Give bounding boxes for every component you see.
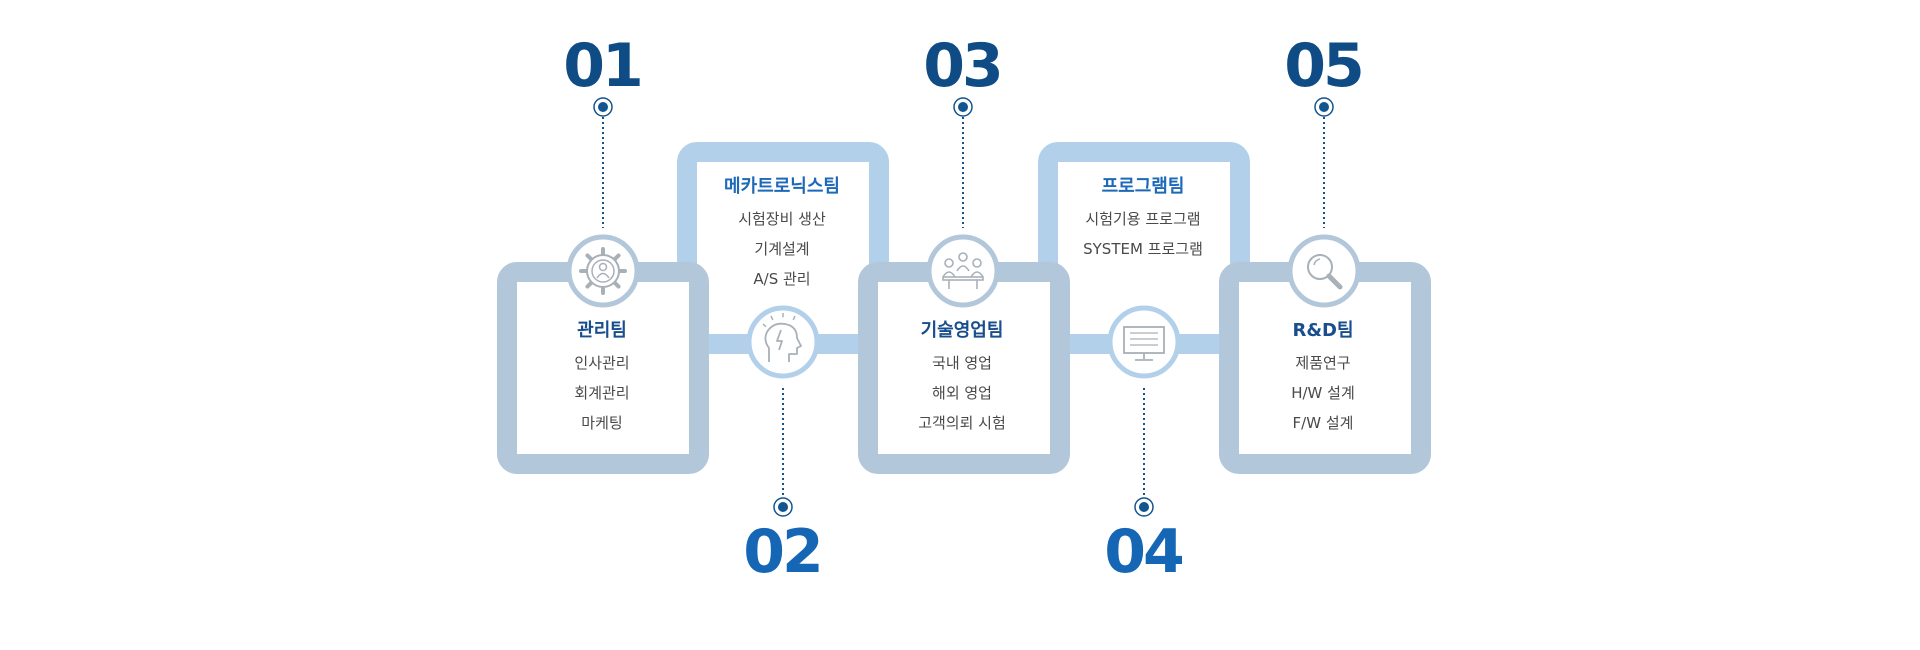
card-item: 회계관리 <box>574 384 630 402</box>
person-body <box>956 265 970 272</box>
target-dot <box>598 102 608 112</box>
target-dot <box>1319 102 1329 112</box>
meeting-people-icon <box>926 234 1000 308</box>
person-head <box>598 262 608 272</box>
target-dot <box>958 102 968 112</box>
gear-person-icon <box>566 234 640 308</box>
icon-circle <box>746 305 820 379</box>
table-top <box>942 276 984 281</box>
card-item: 시험기용 프로그램 <box>1085 210 1201 228</box>
step-number-03: 03 <box>923 31 1004 101</box>
step-number-01: 01 <box>563 31 644 101</box>
head-outline <box>764 322 802 362</box>
card-item: 제품연구 <box>1295 354 1351 372</box>
step-number-05: 05 <box>1284 31 1365 101</box>
card-02: 메카트로닉스팀 시험장비 생산 기계설계 A/S 관리 <box>687 176 877 294</box>
card-item: H/W 설계 <box>1291 384 1355 402</box>
magnifier-icon <box>1287 234 1361 308</box>
card-item: 고객의뢰 시험 <box>918 414 1006 432</box>
card-item: 마케팅 <box>581 414 623 432</box>
person-head <box>958 252 968 262</box>
icon-circle <box>926 234 1000 308</box>
card-05: R&D팀 제품연구 H/W 설계 F/W 설계 <box>1228 320 1418 438</box>
spark-ray <box>792 315 796 321</box>
icon-circle <box>1107 305 1181 379</box>
magnifier-handle <box>1326 273 1343 290</box>
head-lightbulb-icon <box>746 305 820 379</box>
card-item: SYSTEM 프로그램 <box>1083 240 1203 258</box>
icon-circle <box>1287 234 1361 308</box>
step-number-02: 02 <box>743 517 824 587</box>
card-01: 관리팀 인사관리 회계관리 마케팅 <box>507 320 697 438</box>
lens-ring <box>1307 254 1333 280</box>
target-dot <box>778 502 788 512</box>
step-number-04: 04 <box>1104 517 1185 587</box>
card-title: 기술영업팀 <box>920 320 1004 341</box>
card-03: 기술영업팀 국내 영업 해외 영업 고객의뢰 시험 <box>867 320 1057 438</box>
spark-ray <box>762 323 767 328</box>
card-item: A/S 관리 <box>753 270 811 288</box>
gear-inner <box>591 259 615 283</box>
person-body <box>970 271 984 278</box>
card-item: 해외 영업 <box>932 384 992 402</box>
person-body <box>942 271 956 278</box>
person-body <box>596 272 610 279</box>
spark-ray <box>770 315 774 321</box>
card-item: 인사관리 <box>574 354 630 372</box>
lens-glare <box>1313 258 1321 266</box>
card-item: F/W 설계 <box>1292 414 1354 432</box>
person-head <box>944 258 954 268</box>
card-04: 프로그램팀 시험기용 프로그램 SYSTEM 프로그램 <box>1048 176 1238 264</box>
monitor-icon <box>1107 305 1181 379</box>
card-title: 관리팀 <box>577 320 627 341</box>
lightning-bolt <box>776 329 783 351</box>
card-item: 시험장비 생산 <box>738 210 826 228</box>
card-item: 기계설계 <box>754 240 810 258</box>
card-title: 메카트로닉스팀 <box>724 176 840 197</box>
person-head <box>972 258 982 268</box>
target-dot <box>1139 502 1149 512</box>
card-item: 국내 영업 <box>932 354 992 372</box>
card-title: 프로그램팀 <box>1101 176 1185 197</box>
card-title: R&D팀 <box>1292 320 1354 341</box>
